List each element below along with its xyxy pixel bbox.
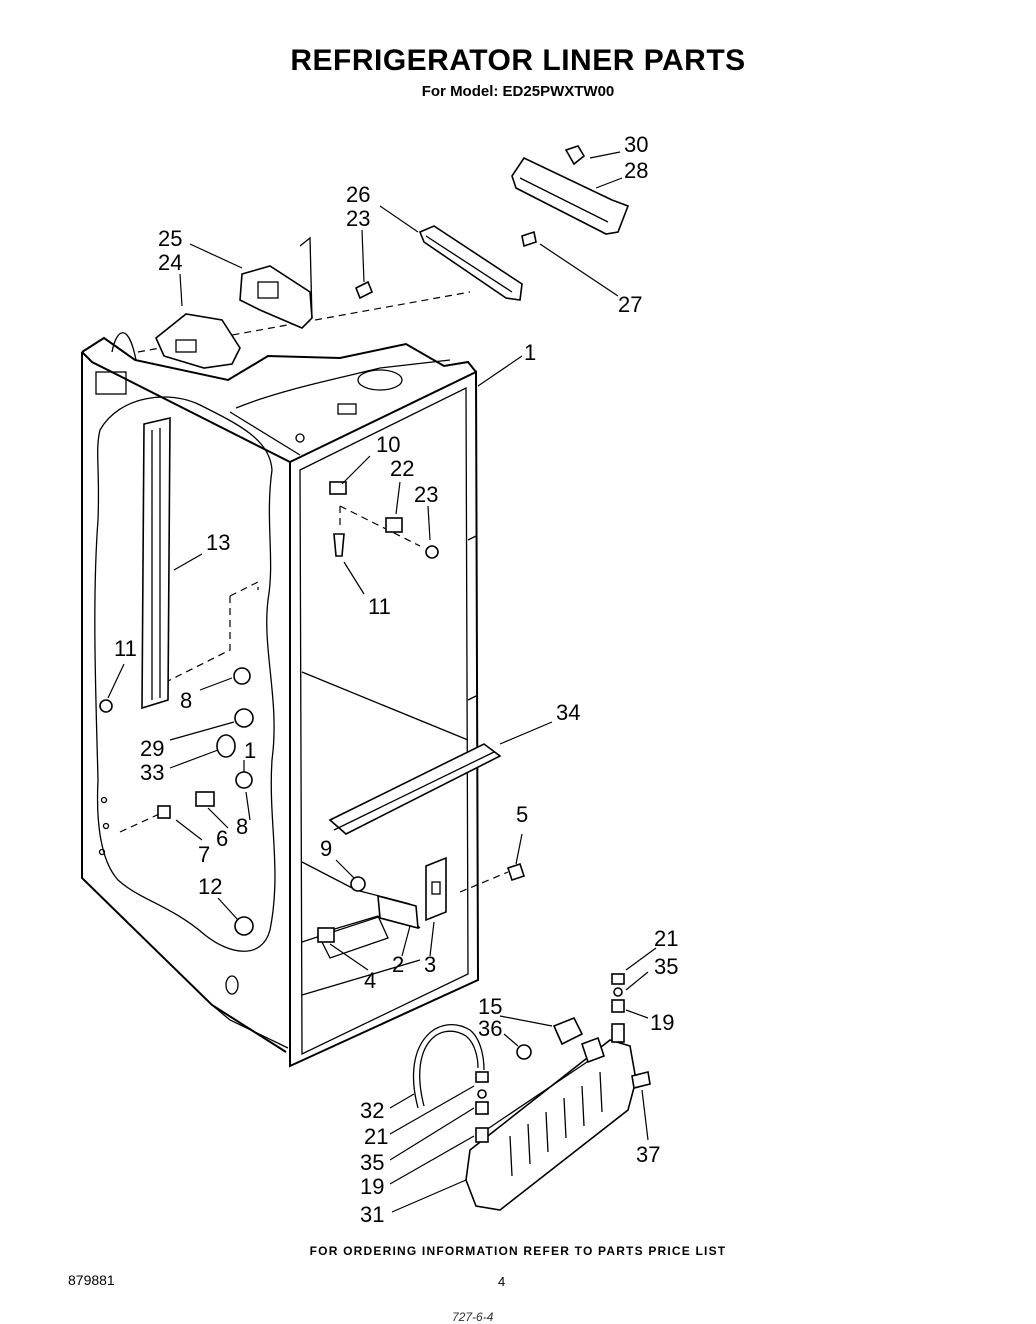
callout-33: 33	[140, 760, 164, 785]
screw-23-top	[354, 280, 374, 300]
callout-21-left: 21	[364, 1124, 388, 1149]
callout-35-left: 35	[360, 1150, 384, 1175]
bracket-28	[511, 156, 630, 235]
callout-12: 12	[198, 874, 222, 899]
model-subtitle: For Model: ED25PWXTW00	[421, 83, 615, 100]
callout-8-upper: 8	[180, 688, 192, 713]
shelf-rail-34	[328, 743, 502, 835]
switch-6	[195, 791, 215, 807]
valve-15	[552, 1016, 584, 1046]
callout-37: 37	[636, 1142, 660, 1167]
callout-19-left: 19	[360, 1174, 384, 1199]
clip-7	[157, 805, 171, 819]
callout-1-left: 1	[244, 738, 256, 763]
callout-36: 36	[478, 1016, 502, 1041]
callout-30: 30	[624, 132, 648, 157]
clip-10	[329, 481, 347, 495]
control-housing-24	[155, 313, 241, 369]
callout-9: 9	[320, 836, 332, 861]
light-bulb-33	[216, 734, 236, 758]
callout-35-right: 35	[654, 954, 678, 979]
callout-34: 34	[556, 700, 580, 725]
bracket-pan	[580, 1036, 606, 1064]
callout-labels: 30 28 26 23 25 24 27 1 10 22 23 13 11 11…	[114, 132, 678, 1227]
callout-23: 23	[346, 206, 370, 231]
callout-15: 15	[478, 994, 502, 1019]
screw-27	[521, 230, 537, 248]
water-tube-32	[412, 1024, 485, 1109]
screw-11-inner	[333, 533, 345, 557]
callout-11-inner: 11	[368, 594, 391, 619]
fitting-9	[350, 876, 366, 892]
callout-13: 13	[206, 530, 230, 555]
callout-27: 27	[618, 292, 642, 317]
fitting-12	[234, 916, 254, 936]
handwritten-mark: 727-6-4	[452, 1310, 494, 1324]
nut-36	[516, 1044, 532, 1060]
callout-4: 4	[364, 968, 376, 993]
callout-7: 7	[198, 842, 210, 867]
vertical-shelf-track	[141, 416, 171, 710]
bracket-3	[425, 856, 447, 922]
fittings-21-35-19-right	[611, 973, 625, 1043]
callout-22: 22	[390, 456, 414, 481]
liner-body	[81, 291, 509, 1068]
page-number: 4	[498, 1274, 506, 1289]
light-socket-29	[234, 708, 254, 728]
page-title: REFRIGERATOR LINER PARTS	[290, 44, 746, 77]
shelf-support-8-upper	[233, 667, 251, 685]
drain-pan-31	[465, 1039, 637, 1211]
screw-37	[631, 1071, 651, 1089]
callout-8-lower: 8	[236, 814, 248, 839]
callout-31: 31	[360, 1202, 384, 1227]
callout-24: 24	[158, 250, 182, 275]
callout-25: 25	[158, 226, 182, 251]
bracket-22	[385, 517, 403, 533]
callout-23-inner: 23	[414, 482, 438, 507]
bracket-2	[377, 894, 419, 930]
callout-6: 6	[216, 826, 228, 851]
fittings-21-35-19-left	[475, 1071, 489, 1143]
ordering-note: FOR ORDERING INFORMATION REFER TO PARTS …	[309, 1244, 727, 1258]
screw-23-inner	[425, 545, 439, 559]
callout-26: 26	[346, 182, 370, 207]
callout-11-left: 11	[114, 636, 137, 661]
callout-28: 28	[624, 158, 648, 183]
callout-1: 1	[524, 340, 536, 365]
callout-3: 3	[424, 952, 436, 977]
callout-19-right: 19	[650, 1010, 674, 1035]
screw-5	[506, 862, 526, 882]
callout-2: 2	[392, 952, 404, 977]
callout-5: 5	[516, 802, 528, 827]
callout-10: 10	[376, 432, 400, 457]
callout-21-right: 21	[654, 926, 678, 951]
document-number: 879881	[68, 1272, 115, 1288]
top-bracket-26	[418, 225, 523, 301]
control-bracket-25	[239, 236, 313, 329]
shelf-support-8-lower	[235, 771, 253, 789]
clip-4	[317, 927, 335, 943]
callout-29: 29	[140, 736, 164, 761]
leader-lines	[107, 151, 657, 1213]
clip-30	[564, 145, 586, 166]
callout-32: 32	[360, 1098, 384, 1123]
screw-11-left	[99, 699, 113, 713]
